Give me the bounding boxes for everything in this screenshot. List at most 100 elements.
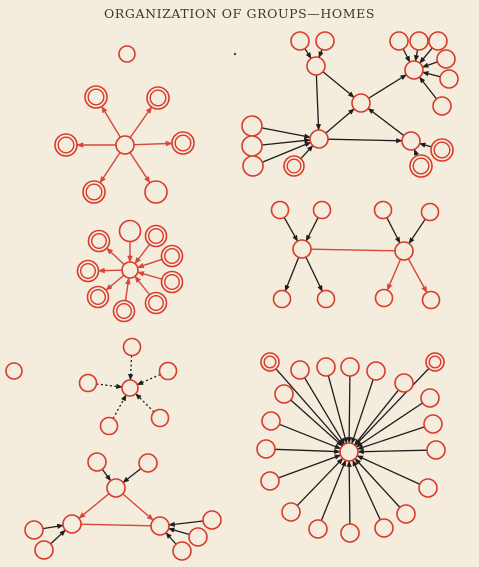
leaf-node xyxy=(274,384,294,404)
black-arrow xyxy=(304,48,312,59)
black-arrow xyxy=(357,449,428,455)
leaf-node xyxy=(430,138,454,162)
red-arrow xyxy=(133,140,173,147)
black-arrow xyxy=(413,148,419,157)
red-arrow xyxy=(129,152,151,184)
hub-node xyxy=(309,129,329,149)
leaf-node xyxy=(281,502,301,522)
leaf-node xyxy=(308,519,328,539)
leaf-node xyxy=(290,31,310,51)
leaf-node xyxy=(432,96,452,116)
isolate-node xyxy=(118,45,136,63)
black-arrow xyxy=(290,399,343,447)
leaf-node xyxy=(160,270,184,294)
black-arrow xyxy=(325,108,355,134)
black-arrow xyxy=(355,402,423,448)
leaf-node xyxy=(87,229,111,253)
red-arrow xyxy=(97,267,123,274)
red-arrow xyxy=(105,274,125,291)
leaf-node xyxy=(122,337,142,357)
leaf-node xyxy=(316,289,336,309)
black-arrow xyxy=(274,448,341,455)
leaf-node xyxy=(76,259,100,283)
leaf-node xyxy=(118,219,142,243)
red-arrow xyxy=(122,493,154,521)
black-arrow xyxy=(320,459,347,521)
leaf-node xyxy=(283,155,305,177)
black-arrow xyxy=(352,459,381,521)
black-arrow xyxy=(284,257,300,292)
black-arrow xyxy=(122,468,142,483)
black-arrow xyxy=(419,47,433,64)
leaf-node xyxy=(420,202,440,222)
black-arrow xyxy=(354,389,399,446)
dotted-link xyxy=(136,373,161,386)
leaf-node xyxy=(24,520,44,540)
black-arrow xyxy=(419,76,437,100)
black-arrow xyxy=(283,217,299,242)
leaf-node xyxy=(420,388,440,408)
leaf-node xyxy=(409,154,433,178)
leaf-node xyxy=(312,200,332,220)
black-arrow xyxy=(50,529,66,545)
isolate-node xyxy=(5,362,23,380)
leaf-node xyxy=(82,180,106,204)
hub-node xyxy=(351,93,371,113)
black-arrow xyxy=(322,71,355,98)
black-arrow xyxy=(386,217,401,244)
red-link xyxy=(80,523,152,527)
leaf-node xyxy=(144,180,168,204)
hub-node xyxy=(404,60,424,80)
leaf-node xyxy=(421,290,441,310)
leaf-node xyxy=(160,244,184,268)
black-arrow xyxy=(278,454,342,479)
black-arrow xyxy=(315,74,321,131)
hub-node xyxy=(306,56,326,76)
leaf-node xyxy=(144,224,168,248)
black-arrow xyxy=(262,141,312,163)
leaf-node xyxy=(99,416,119,436)
dotted-link xyxy=(128,355,134,381)
black-arrow xyxy=(168,527,190,536)
leaf-node xyxy=(290,360,310,380)
red-arrow xyxy=(136,258,163,269)
leaf-node xyxy=(418,478,438,498)
leaf-node xyxy=(54,133,78,157)
black-arrow xyxy=(413,49,420,62)
leaf-node xyxy=(172,541,192,561)
red-arrow xyxy=(134,275,151,296)
dotted-link xyxy=(96,383,123,389)
leaf-node xyxy=(260,352,280,372)
black-arrow xyxy=(327,138,403,144)
black-arrow xyxy=(318,49,324,59)
black-arrow xyxy=(101,468,112,482)
leaf-node xyxy=(316,357,336,377)
black-arrow xyxy=(305,256,323,292)
leaf-node xyxy=(425,352,445,372)
black-arrow xyxy=(168,520,204,527)
black-arrow xyxy=(304,377,345,445)
leaf-node xyxy=(84,85,108,109)
black-arrow xyxy=(408,218,426,245)
leaf-node xyxy=(241,115,263,137)
leaf-node xyxy=(260,471,280,491)
leaf-node xyxy=(188,527,208,547)
leaf-node xyxy=(171,131,195,155)
leaf-node xyxy=(86,285,110,309)
black-arrow xyxy=(346,460,352,525)
black-arrow xyxy=(356,455,421,485)
red-arrow xyxy=(78,493,110,519)
leaf-node xyxy=(242,155,264,177)
leaf-node xyxy=(272,289,292,309)
leaf-node xyxy=(150,408,170,428)
leaf-node xyxy=(423,414,443,434)
hub-node xyxy=(62,514,82,534)
leaf-node xyxy=(389,31,409,51)
leaf-node xyxy=(340,357,360,377)
black-arrow xyxy=(402,48,411,63)
leaf-node xyxy=(202,510,222,530)
black-arrow xyxy=(296,458,344,506)
leaf-node xyxy=(396,504,416,524)
black-arrow xyxy=(327,375,348,444)
dotted-link xyxy=(112,394,127,419)
